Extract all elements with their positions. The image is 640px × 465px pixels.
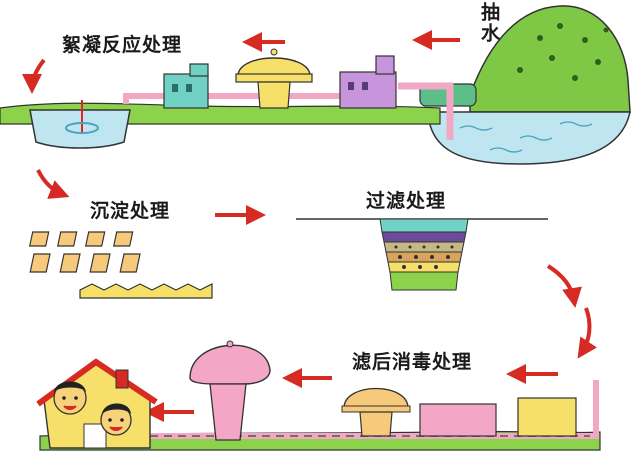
label-flocculation: 絮凝反应处理 bbox=[62, 34, 183, 56]
pink-block-building bbox=[419, 403, 497, 437]
pink-water-tower bbox=[189, 340, 271, 441]
sedimentation-base bbox=[79, 283, 213, 299]
reservoir bbox=[427, 111, 631, 165]
sand-dome-tower bbox=[341, 388, 411, 437]
flocculation-tank bbox=[29, 109, 131, 149]
teal-building bbox=[163, 63, 209, 109]
arrow-to-sedimentation bbox=[36, 169, 70, 199]
sedimentation-tanks bbox=[28, 231, 141, 273]
mixer-icon bbox=[65, 100, 99, 134]
top-pipe bbox=[123, 93, 360, 104]
label-sedimentation: 沉淀处理 bbox=[90, 200, 171, 222]
gravel-dots bbox=[394, 245, 454, 269]
hill-trees bbox=[517, 23, 609, 81]
yellow-block-building bbox=[517, 397, 577, 437]
arrow-down-left bbox=[22, 58, 46, 94]
purple-building bbox=[339, 55, 397, 109]
family-faces bbox=[53, 381, 132, 436]
intake-pipe bbox=[398, 82, 454, 140]
label-pumping: 抽水 bbox=[478, 2, 500, 44]
bottom-pipe bbox=[130, 380, 599, 439]
yellow-dome-tower bbox=[235, 48, 313, 109]
hill-scene bbox=[398, 5, 631, 165]
filter-layers bbox=[379, 218, 469, 291]
arrow-filter-down-2 bbox=[577, 307, 597, 359]
label-disinfection: 滤后消毒处理 bbox=[352, 351, 473, 373]
label-filtration: 过滤处理 bbox=[366, 190, 447, 212]
arrow-filter-down bbox=[546, 264, 582, 308]
